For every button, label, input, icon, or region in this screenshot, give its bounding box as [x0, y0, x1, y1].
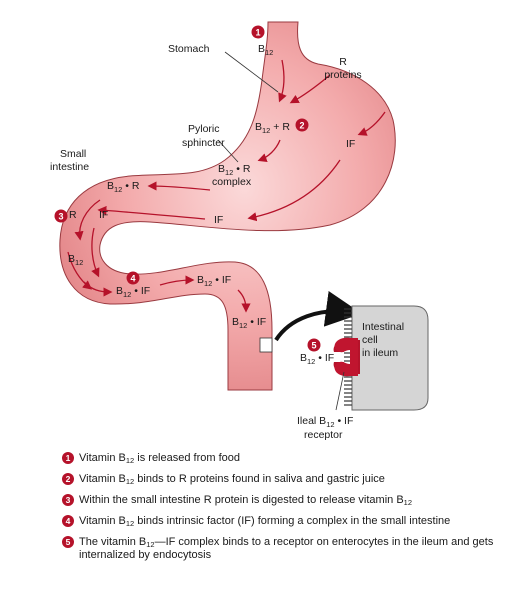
- pyloric-label-2: sphincter: [182, 137, 225, 149]
- flow-arrow: [247, 159, 341, 222]
- legend-item-5: 5 The vitamin B12—IF complex binds to a …: [62, 536, 502, 562]
- flow-arrow: [237, 289, 251, 313]
- small-intestine-label-1: Small: [60, 148, 86, 160]
- if-lower-stomach-label: IF: [214, 214, 223, 226]
- legend-text-4: Vitamin B12 binds intrinsic factor (IF) …: [79, 515, 451, 528]
- r-proteins-label-1: R: [339, 56, 347, 68]
- flow-arrow: [289, 74, 331, 104]
- badge-3: 3: [54, 209, 68, 223]
- receptor-leader: [335, 371, 345, 411]
- flow-arrow: [74, 199, 101, 241]
- steps-legend: 1 Vitamin B12 is released from food 2 Vi…: [62, 452, 502, 570]
- svg-text:4: 4: [130, 274, 135, 284]
- stomach-shape: [59, 21, 396, 391]
- legend-badge-2: 2: [62, 473, 74, 485]
- flow-arrow: [357, 111, 386, 136]
- legend-badge-3: 3: [62, 494, 74, 506]
- b12-if-receptor-label: B12 • IF: [300, 352, 334, 366]
- receptor-label-2: receptor: [304, 429, 343, 441]
- flow-arrow: [91, 227, 100, 278]
- flow-arrow: [147, 181, 211, 191]
- zoom-arrow: [274, 290, 362, 342]
- if-intestine-label: IF: [99, 209, 108, 221]
- legend-item-1: 1 Vitamin B12 is released from food: [62, 452, 502, 465]
- pyloric-leader: [217, 139, 239, 163]
- badge-1: 1: [251, 25, 265, 39]
- cell-label-1: Intestinal: [362, 321, 404, 333]
- r-proteins-label-2: proteins: [324, 69, 361, 81]
- r-intestine-label: R: [69, 209, 77, 221]
- b12-if-label-1: B12 • IF: [116, 285, 150, 299]
- if-stomach-label: IF: [346, 138, 355, 150]
- cell-label-3: in ileum: [362, 347, 398, 359]
- b12-r-complex-label-2: complex: [212, 176, 252, 188]
- ileum-detail-marker: [259, 337, 273, 353]
- legend-badge-5: 5: [62, 536, 74, 548]
- b12-r-complex-label-1: B12 • R: [218, 163, 251, 177]
- flow-arrow: [278, 59, 287, 103]
- b12-stomach-top: B12: [258, 43, 273, 57]
- svg-text:2: 2: [299, 121, 304, 131]
- legend-text-2: Vitamin B12 binds to R proteins found in…: [79, 473, 385, 486]
- svg-text:5: 5: [311, 341, 316, 351]
- flow-arrow: [97, 205, 206, 220]
- legend-item-2: 2 Vitamin B12 binds to R proteins found …: [62, 473, 502, 486]
- flow-arrow: [257, 139, 281, 162]
- badge-5: 5: [307, 338, 321, 352]
- ileal-receptor-cup: [334, 337, 358, 377]
- receptor-label-1: Ileal B12 • IF: [297, 415, 353, 429]
- b12-plus-r-label: B12 + R: [255, 121, 290, 135]
- legend-badge-1: 1: [62, 452, 74, 464]
- small-intestine-label-2: intestine: [50, 161, 89, 173]
- cell-label-2: cell: [362, 334, 378, 346]
- legend-text-3: Within the small intestine R protein is …: [79, 494, 412, 507]
- badge-2: 2: [295, 118, 309, 132]
- legend-item-4: 4 Vitamin B12 binds intrinsic factor (IF…: [62, 515, 502, 528]
- intestinal-cell: [351, 305, 429, 411]
- legend-badge-4: 4: [62, 515, 74, 527]
- svg-text:1: 1: [255, 28, 260, 38]
- legend-text-5: The vitamin B12—IF complex binds to a re…: [79, 536, 494, 561]
- stomach-label: Stomach: [168, 43, 210, 55]
- legend-item-3: 3 Within the small intestine R protein i…: [62, 494, 502, 507]
- b12-r-intestine-label: B12 • R: [107, 180, 140, 194]
- svg-text:3: 3: [58, 212, 63, 222]
- b12-if-label-2: B12 • IF: [197, 274, 231, 288]
- b12-intestine-label: B12: [68, 253, 83, 267]
- flow-arrow: [83, 281, 113, 297]
- b12-if-label-3: B12 • IF: [232, 316, 266, 330]
- stomach-leader: [224, 51, 279, 93]
- badge-4: 4: [126, 271, 140, 285]
- pyloric-label-1: Pyloric: [188, 123, 220, 135]
- legend-text-1: Vitamin B12 is released from food: [79, 452, 240, 465]
- flow-arrow: [159, 275, 195, 286]
- vitamin-b12-absorption-diagram: Stomach Pyloric sphincter Small intestin…: [50, 21, 429, 441]
